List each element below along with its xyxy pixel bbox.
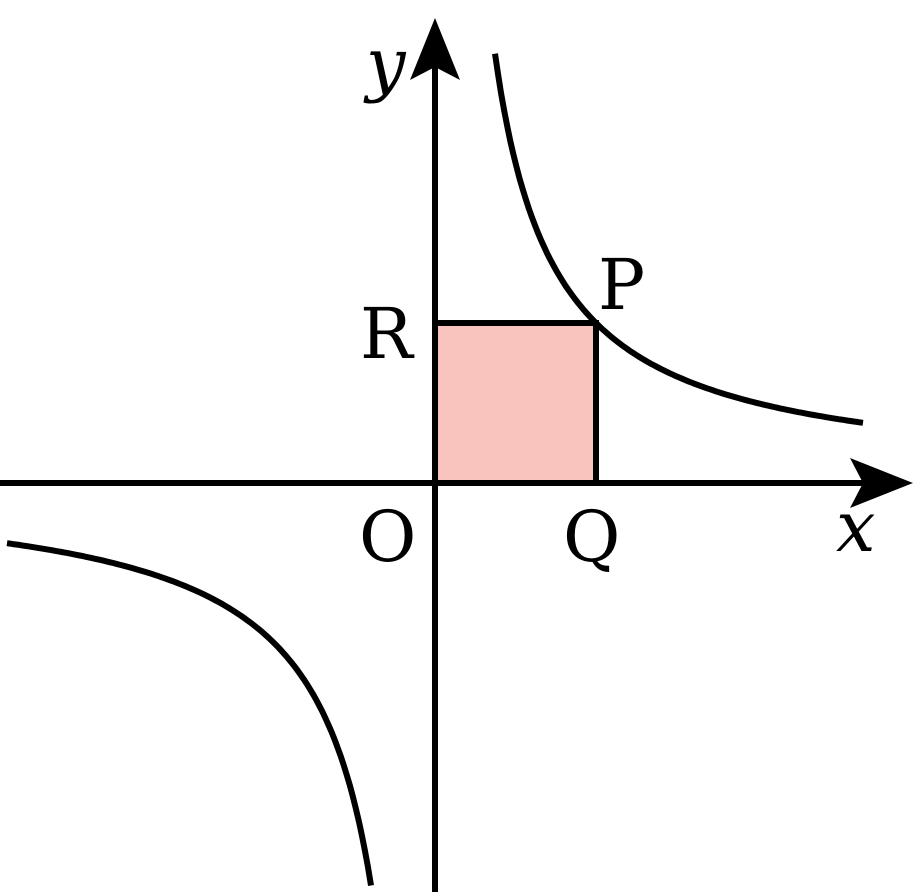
y-axis-label: y (363, 23, 407, 105)
point-label-r: R (360, 293, 415, 375)
x-axis-label: x (836, 486, 875, 568)
x-axis-arrowhead (850, 458, 913, 508)
y-axis-arrowhead (410, 18, 460, 80)
hyperbola-branch-first-quadrant (492, 53, 864, 426)
point-label-q: Q (563, 496, 620, 578)
hyperbola-branch-third-quadrant (6, 540, 374, 886)
shaded-rectangle (435, 323, 596, 483)
point-label-p: P (598, 244, 645, 326)
origin-label: O (359, 496, 416, 578)
